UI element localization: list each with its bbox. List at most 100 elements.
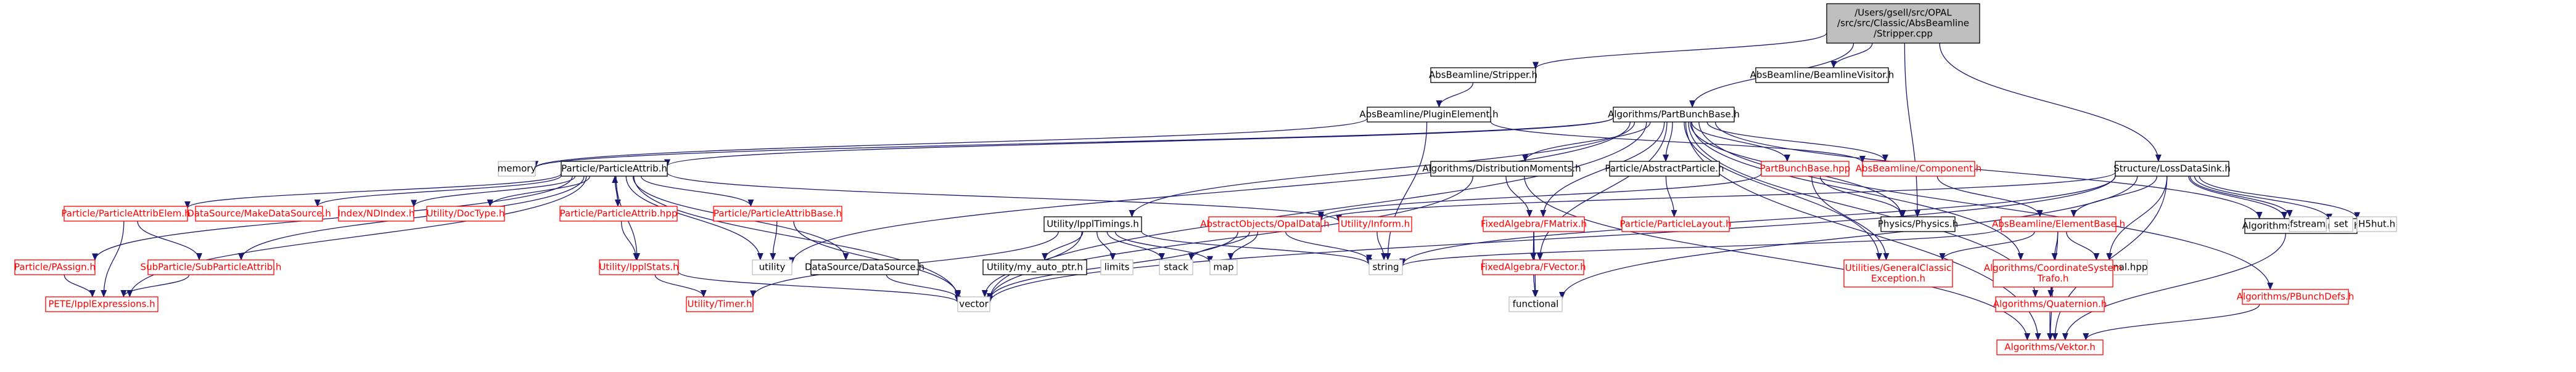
node-box-opaldata_h [1208, 216, 1322, 232]
node-physics_h[interactable]: Physics/Physics.h [1878, 216, 1958, 232]
edge-lossdatasink_h-to-opalparticle_h [2188, 176, 2287, 219]
edge-ipplstats_h-to-timer_h [654, 274, 707, 297]
node-ipplexpressions_h[interactable]: PETE/IpplExpressions.h [45, 296, 158, 312]
edge-attribbase_h-to-vector [793, 220, 961, 297]
node-label-ndindex_h: Index/NDIndex.h [338, 208, 415, 219]
node-root[interactable]: /Users/gsell/src/OPAL/src/src/Classic/Ab… [1826, 3, 1980, 44]
edge-partbunchbase_h-to-memory [532, 117, 1614, 169]
node-label-ipplexpressions_h: PETE/IpplExpressions.h [48, 299, 155, 310]
node-timer_h[interactable]: Utility/Timer.h [686, 296, 754, 312]
node-label-attribbase_h: Particle/ParticleAttribBase.h [714, 208, 842, 219]
node-label-functional: functional [1513, 299, 1559, 310]
node-label-lossdatasink_h: Structure/LossDataSink.h [2113, 163, 2231, 174]
node-string[interactable]: string [1368, 259, 1403, 275]
edge-particleattrib_h-to-inform_h [667, 172, 1342, 222]
node-stripper_h[interactable]: AbsBeamline/Stripper.h [1429, 67, 1537, 83]
node-label-datasource_h: DataSource/DataSource.h [805, 262, 924, 273]
node-my_auto_ptr_h[interactable]: Utility/my_auto_ptr.h [982, 259, 1087, 275]
node-box-root [1826, 3, 1980, 44]
node-subparticleattrib_h[interactable]: SubParticle/SubParticleAttrib.h [141, 259, 282, 275]
node-makedatasource_h[interactable]: DataSource/MakeDataSource.h [187, 206, 331, 222]
node-fmatrix_h[interactable]: FixedAlgebra/FMatrix.h [1481, 216, 1587, 232]
edge-subparticleattrib_h-to-ipplexpressions_h [120, 274, 190, 297]
node-lossdatasink_h[interactable]: Structure/LossDataSink.h [2113, 161, 2231, 177]
node-label-doctype_h: Utility/DocType.h [427, 208, 505, 219]
node-label-attribelem_h: Particle/ParticleAttribElem.h [61, 208, 190, 219]
node-beamlinevisitor_h[interactable]: AbsBeamline/BeamlineVisitor.h [1750, 67, 1895, 83]
edge-coordsystemtrafo_h-to-quaternion_h [2047, 286, 2054, 297]
edge-particleattrib_h-to-ndindex_h [411, 176, 576, 208]
edge-partbunchbase_h-to-utility [789, 121, 1631, 265]
node-label-makedatasource_h: DataSource/MakeDataSource.h [187, 208, 331, 219]
edge-elementbase_h-to-string [1399, 227, 2002, 267]
node-doctype_h[interactable]: Utility/DocType.h [426, 206, 505, 222]
node-pbunchdefs_h[interactable]: Algorithms/PBunchDefs.h [2237, 289, 2355, 305]
edge-ipptimings_h-to-limits [1097, 231, 1116, 261]
edge-partbunchbase_h-to-particleattrib_h [664, 117, 1614, 167]
node-distmoments_h[interactable]: Algorithms/DistributionMoments.h [1422, 161, 1581, 177]
edge-pluginelement_h-to-string [1385, 121, 1428, 261]
node-attribelem_h[interactable]: Particle/ParticleAttribElem.h [61, 206, 191, 222]
node-box-map [1209, 259, 1238, 275]
node-abstractparticle_h[interactable]: Particle/AbstractParticle.h [1605, 161, 1724, 177]
node-box-set [2329, 216, 2353, 232]
node-label-quaternion_h: Algorithms/Quaternion.h [1993, 299, 2107, 310]
node-ipptimings_h[interactable]: Utility/IpplTimings.h [1043, 216, 1142, 232]
node-set[interactable]: set [2329, 216, 2353, 232]
edge-partbunchbase_hpp-to-physics_h [1819, 176, 1906, 217]
node-attribbase_h[interactable]: Particle/ParticleAttribBase.h [713, 206, 842, 222]
node-memory[interactable]: memory [498, 161, 537, 177]
edge-opaldata_h-to-map [1227, 231, 1259, 261]
node-inform_h[interactable]: Utility/Inform.h [1338, 216, 1412, 232]
node-ndindex_h[interactable]: Index/NDIndex.h [338, 206, 415, 222]
node-box-my_auto_ptr_h [982, 259, 1087, 275]
edge-ipptimings_h-to-string [1141, 231, 1372, 266]
node-opaldata_h[interactable]: AbstractObjects/OpalData.h [1200, 216, 1330, 232]
node-vektor_h[interactable]: Algorithms/Vektor.h [1996, 339, 2104, 355]
node-box-particlelayout_h [1621, 216, 1730, 232]
node-box-string [1368, 259, 1403, 275]
edge-root-to-lossdatasink_h [1939, 42, 2162, 162]
edge-lossdatasink_h-to-elementbase_h [2070, 176, 2158, 217]
node-elementbase_h[interactable]: AbsBeamline/ElementBase.h [1992, 216, 2125, 232]
node-partbunchbase_h[interactable]: Algorithms/PartBunchBase.h [1608, 107, 1740, 123]
node-passign_h[interactable]: Particle/PAssign.h [14, 259, 96, 275]
edge-component_h-to-elementbase_h [1936, 176, 2043, 217]
node-component_h[interactable]: AbsBeamline/Component.h [1856, 161, 1981, 177]
node-box-ipplexpressions_h [45, 296, 158, 312]
edge-partbunchbase_h-to-abstractparticle_h [1663, 121, 1673, 162]
node-map[interactable]: map [1209, 259, 1238, 275]
node-vector[interactable]: vector [957, 296, 990, 312]
node-label-subparticleattrib_h: SubParticle/SubParticleAttrib.h [141, 262, 282, 273]
node-quaternion_h[interactable]: Algorithms/Quaternion.h [1993, 296, 2107, 312]
node-box-utility [752, 259, 792, 275]
edge-passign_h-to-ipplexpressions_h [64, 274, 96, 297]
node-fstream[interactable]: fstream [2289, 216, 2327, 232]
node-stack[interactable]: stack [1159, 259, 1193, 275]
node-datasource_h[interactable]: DataSource/DataSource.h [805, 259, 924, 275]
node-particlelayout_h[interactable]: Particle/ParticleLayout.h [1619, 216, 1732, 232]
node-box-physics_h [1880, 216, 1956, 232]
node-utility[interactable]: utility [752, 259, 792, 275]
node-ipplstats_h[interactable]: Utility/IpplStats.h [599, 259, 679, 275]
edge-lossdatasink_h-to-vector [987, 175, 2116, 304]
node-fvector_h[interactable]: FixedAlgebra/FVector.h [1480, 259, 1586, 275]
edge-stripper_h-to-pluginelement_h [1436, 82, 1474, 108]
edge-elementbase_h-to-generalclassicexception_h [1939, 231, 2035, 261]
node-box-pluginelement_h [1367, 107, 1491, 123]
node-limits[interactable]: limits [1100, 259, 1134, 275]
edge-particleattrib_h-to-ipplexpressions_h [126, 176, 587, 297]
node-particleattrib_h[interactable]: Particle/ParticleAttrib.h [561, 161, 668, 177]
edge-partbunchbase_h-to-distmoments_h [1522, 121, 1651, 162]
node-label-abstractparticle_h: Particle/AbstractParticle.h [1605, 163, 1724, 174]
node-box-abstractparticle_h [1609, 161, 1720, 177]
edge-distmoments_h-to-vector [987, 176, 1473, 301]
node-particleattrib_hpp[interactable]: Particle/ParticleAttrib.hpp [559, 206, 678, 222]
node-functional[interactable]: functional [1508, 296, 1563, 312]
node-pluginelement_h[interactable]: AbsBeamline/PluginElement.h [1359, 107, 1499, 123]
node-partbunchbase_hpp[interactable]: PartBunchBase.hpp [1760, 161, 1851, 177]
node-h5hut_h[interactable]: H5hut.h [2356, 216, 2397, 232]
node-label-partbunchbase_h: Algorithms/PartBunchBase.h [1608, 109, 1740, 120]
